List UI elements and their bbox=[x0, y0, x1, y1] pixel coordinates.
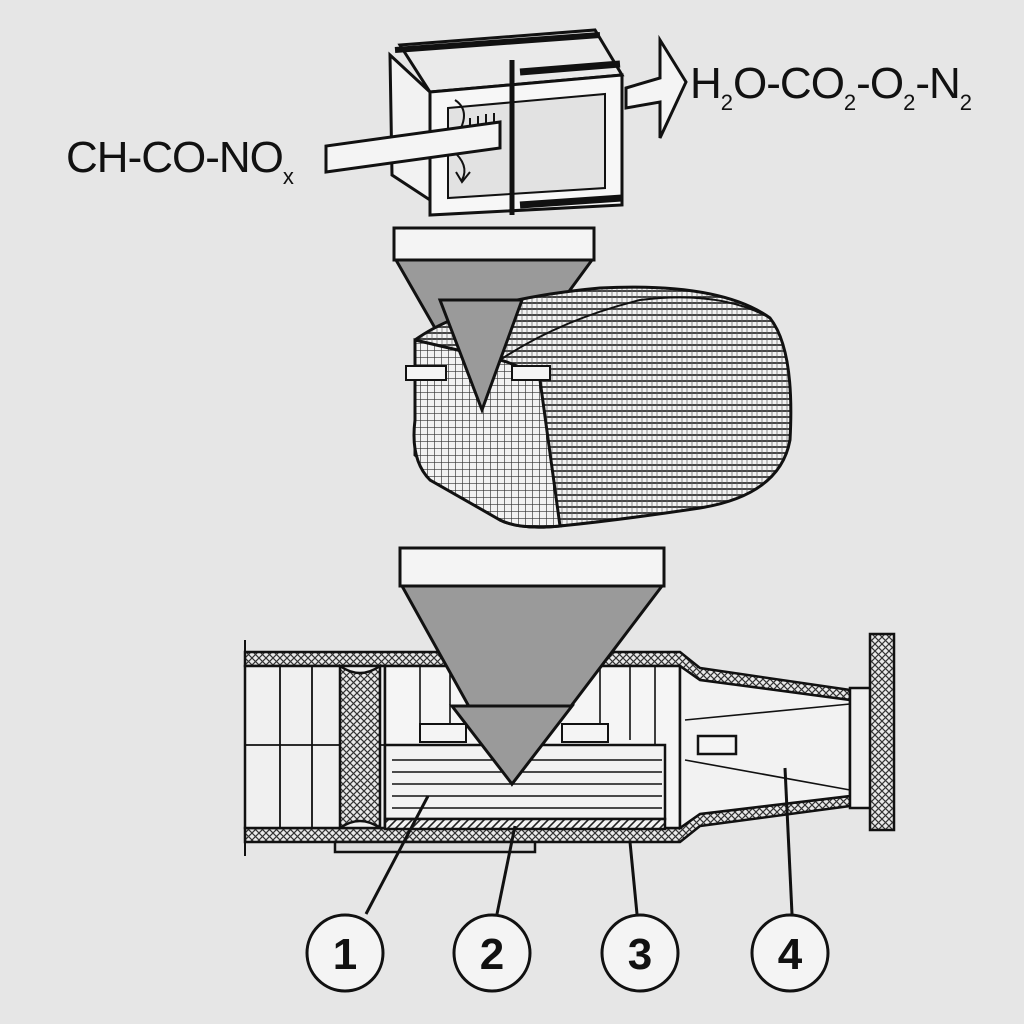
callout-leaders bbox=[364, 767, 794, 915]
catalyst-cell-cube bbox=[388, 28, 625, 217]
callout-4: 4 bbox=[750, 913, 830, 993]
svg-text:1: 1 bbox=[333, 930, 357, 979]
arrow-tab-right bbox=[511, 365, 551, 381]
output-gas-formula: H2O-CO2-O2-N2 bbox=[690, 59, 972, 115]
callout-2: 2 bbox=[452, 913, 532, 993]
arrow-tab-left bbox=[405, 365, 447, 381]
output-flow-arrow bbox=[624, 34, 688, 139]
svg-text:4: 4 bbox=[778, 930, 803, 979]
zoom-arrow-lower bbox=[398, 546, 666, 787]
input-gas-formula: CH-CO-NOx bbox=[66, 133, 294, 189]
callout-1: 1 bbox=[305, 913, 385, 993]
svg-text:3: 3 bbox=[628, 930, 652, 979]
svg-text:2: 2 bbox=[480, 930, 504, 979]
monolith-substrate bbox=[412, 285, 793, 529]
converter-housing bbox=[243, 632, 896, 856]
input-gas-stream bbox=[324, 120, 502, 174]
callout-3: 3 bbox=[600, 913, 680, 993]
zoom-arrow-upper-tip bbox=[437, 298, 525, 415]
